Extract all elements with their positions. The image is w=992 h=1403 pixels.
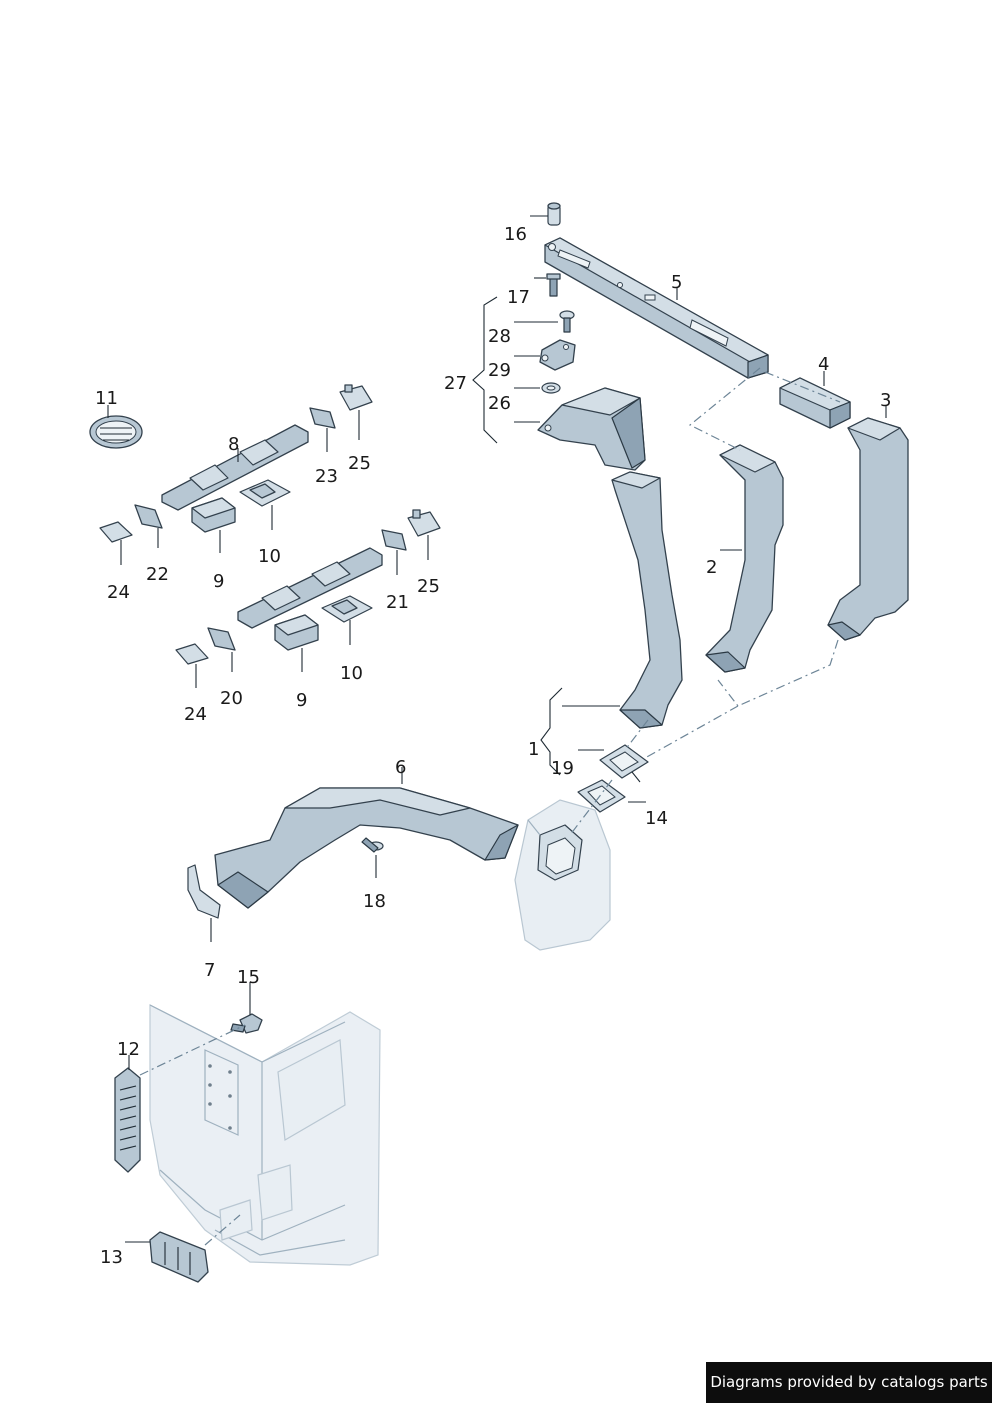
callout-15: 15 bbox=[237, 967, 260, 988]
callout-11: 11 bbox=[95, 388, 118, 409]
part-8-vent-rail[interactable] bbox=[161, 424, 309, 511]
part-25-vent-end-cap-upper[interactable] bbox=[339, 384, 373, 411]
part-2-side-air-duct[interactable] bbox=[705, 444, 784, 673]
callout-27: 27 bbox=[444, 373, 467, 394]
callout-7: 7 bbox=[204, 960, 215, 981]
callout-18: 18 bbox=[363, 891, 386, 912]
part-13-vent-grille[interactable] bbox=[149, 1231, 209, 1283]
callout-1: 1 bbox=[528, 739, 539, 760]
callout-6: 6 bbox=[395, 757, 406, 778]
part-18-screw[interactable] bbox=[361, 837, 384, 853]
callout-16: 16 bbox=[504, 224, 527, 245]
callout-12: 12 bbox=[117, 1039, 140, 1060]
part-19-gasket[interactable] bbox=[599, 744, 649, 783]
callout-13: 13 bbox=[100, 1247, 123, 1268]
part-15-bolt[interactable] bbox=[230, 1013, 263, 1034]
part-9-vent-housing-lower[interactable] bbox=[274, 614, 319, 651]
part-4-duct-connector[interactable] bbox=[779, 377, 851, 429]
callout-3: 3 bbox=[880, 390, 891, 411]
part-20-vent-clip[interactable] bbox=[207, 627, 236, 651]
callout-19: 19 bbox=[551, 758, 574, 779]
callout-21: 21 bbox=[386, 592, 409, 613]
part-11-round-vent[interactable] bbox=[89, 415, 143, 449]
part-25-vent-end-cap-lower[interactable] bbox=[407, 509, 441, 537]
callout-26: 26 bbox=[488, 393, 511, 414]
callout-4: 4 bbox=[818, 354, 829, 375]
callout-leaders bbox=[107, 215, 887, 1243]
part-1-main-air-duct[interactable] bbox=[611, 471, 683, 729]
part-3-side-air-duct[interactable] bbox=[827, 417, 909, 641]
callout-25-upper: 25 bbox=[348, 453, 371, 474]
part-6-floor-air-duct[interactable] bbox=[214, 787, 519, 909]
part-10-vent-flap-upper[interactable] bbox=[239, 479, 291, 507]
air-distributor-housing[interactable] bbox=[537, 387, 646, 471]
callout-24-upper: 24 bbox=[107, 582, 130, 603]
credit-banner[interactable]: Diagrams provided by catalogs parts bbox=[706, 1362, 992, 1403]
part-9-vent-housing-upper[interactable] bbox=[191, 497, 236, 533]
callout-9-upper: 9 bbox=[213, 571, 224, 592]
part-17-bolt[interactable] bbox=[546, 273, 561, 297]
part-22-vent-clip[interactable] bbox=[134, 504, 163, 529]
callout-14: 14 bbox=[645, 808, 668, 829]
callout-10-upper: 10 bbox=[258, 546, 281, 567]
part-7-foam-strip[interactable] bbox=[187, 864, 221, 919]
part-23-vent-clip[interactable] bbox=[309, 407, 336, 429]
callout-17: 17 bbox=[507, 287, 530, 308]
part-24-vent-end-cap-lower[interactable] bbox=[175, 643, 209, 665]
vehicle-rear-body bbox=[149, 1004, 381, 1266]
part-21-vent-clip[interactable] bbox=[381, 529, 407, 551]
part-10-vent-flap-lower[interactable] bbox=[321, 595, 373, 623]
callout-23: 23 bbox=[315, 466, 338, 487]
part-28-screw[interactable] bbox=[559, 310, 575, 333]
part-vent-rail-lower[interactable] bbox=[237, 547, 383, 629]
callout-8: 8 bbox=[228, 434, 239, 455]
callout-20: 20 bbox=[220, 688, 243, 709]
assembly-guide-lines bbox=[139, 367, 841, 1246]
part-26-washer[interactable] bbox=[541, 382, 561, 394]
part-5-upper-air-duct[interactable] bbox=[544, 237, 769, 379]
part-24-vent-end-cap-upper[interactable] bbox=[99, 521, 133, 543]
callout-24-lower: 24 bbox=[184, 704, 207, 725]
wheel-arch-body-section bbox=[514, 799, 611, 951]
callout-22: 22 bbox=[146, 564, 169, 585]
callout-28: 28 bbox=[488, 326, 511, 347]
callout-2: 2 bbox=[706, 557, 717, 578]
part-16-cap-nut[interactable] bbox=[547, 202, 561, 226]
callout-5: 5 bbox=[671, 272, 682, 293]
part-29-bracket[interactable] bbox=[539, 339, 576, 371]
callout-25-lower: 25 bbox=[417, 576, 440, 597]
callout-10-lower: 10 bbox=[340, 663, 363, 684]
callout-9-lower: 9 bbox=[296, 690, 307, 711]
callout-labels: 16 17 5 4 3 28 29 27 26 2 1 19 14 6 18 7… bbox=[95, 224, 891, 1268]
part-12-vent-grille[interactable] bbox=[114, 1067, 141, 1173]
callout-29: 29 bbox=[488, 360, 511, 381]
